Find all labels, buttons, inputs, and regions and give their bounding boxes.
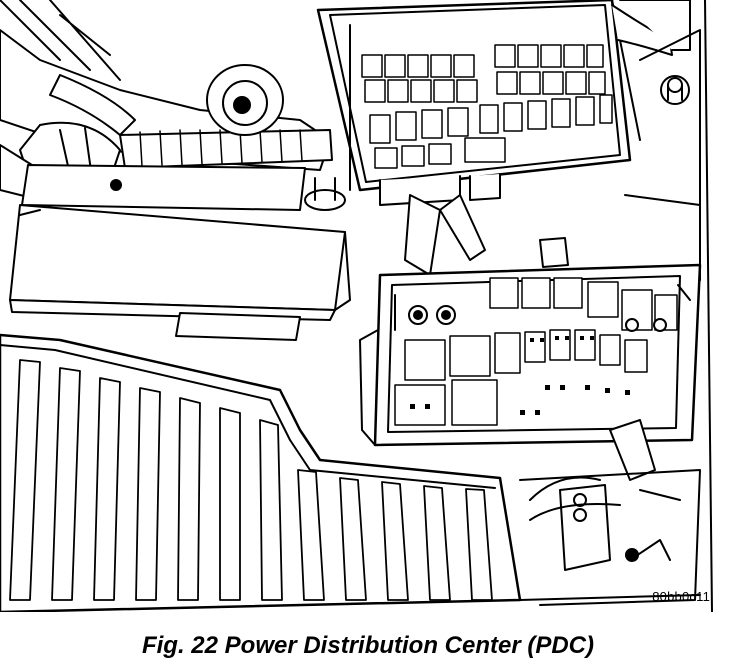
lower-right-connector: [520, 420, 700, 605]
cover-fuse-grid: [362, 45, 612, 168]
pdc-cover: [318, 0, 690, 205]
pdc-engine-bay-illustration: [0, 0, 736, 612]
fender-area: [625, 0, 712, 612]
pdc-relays: [395, 278, 677, 425]
pdc-hose: [405, 195, 568, 275]
cowl-slots: [10, 360, 492, 600]
battery-tray: [10, 165, 350, 340]
figure-caption: Fig. 22 Power Distribution Center (PDC): [141, 632, 595, 659]
hood-cowl-panel: [0, 335, 520, 612]
pdc-base-unit: [360, 265, 700, 445]
illustration-code: 80bb0c11: [652, 589, 710, 604]
pdc-fuse-terminals: [410, 336, 630, 415]
